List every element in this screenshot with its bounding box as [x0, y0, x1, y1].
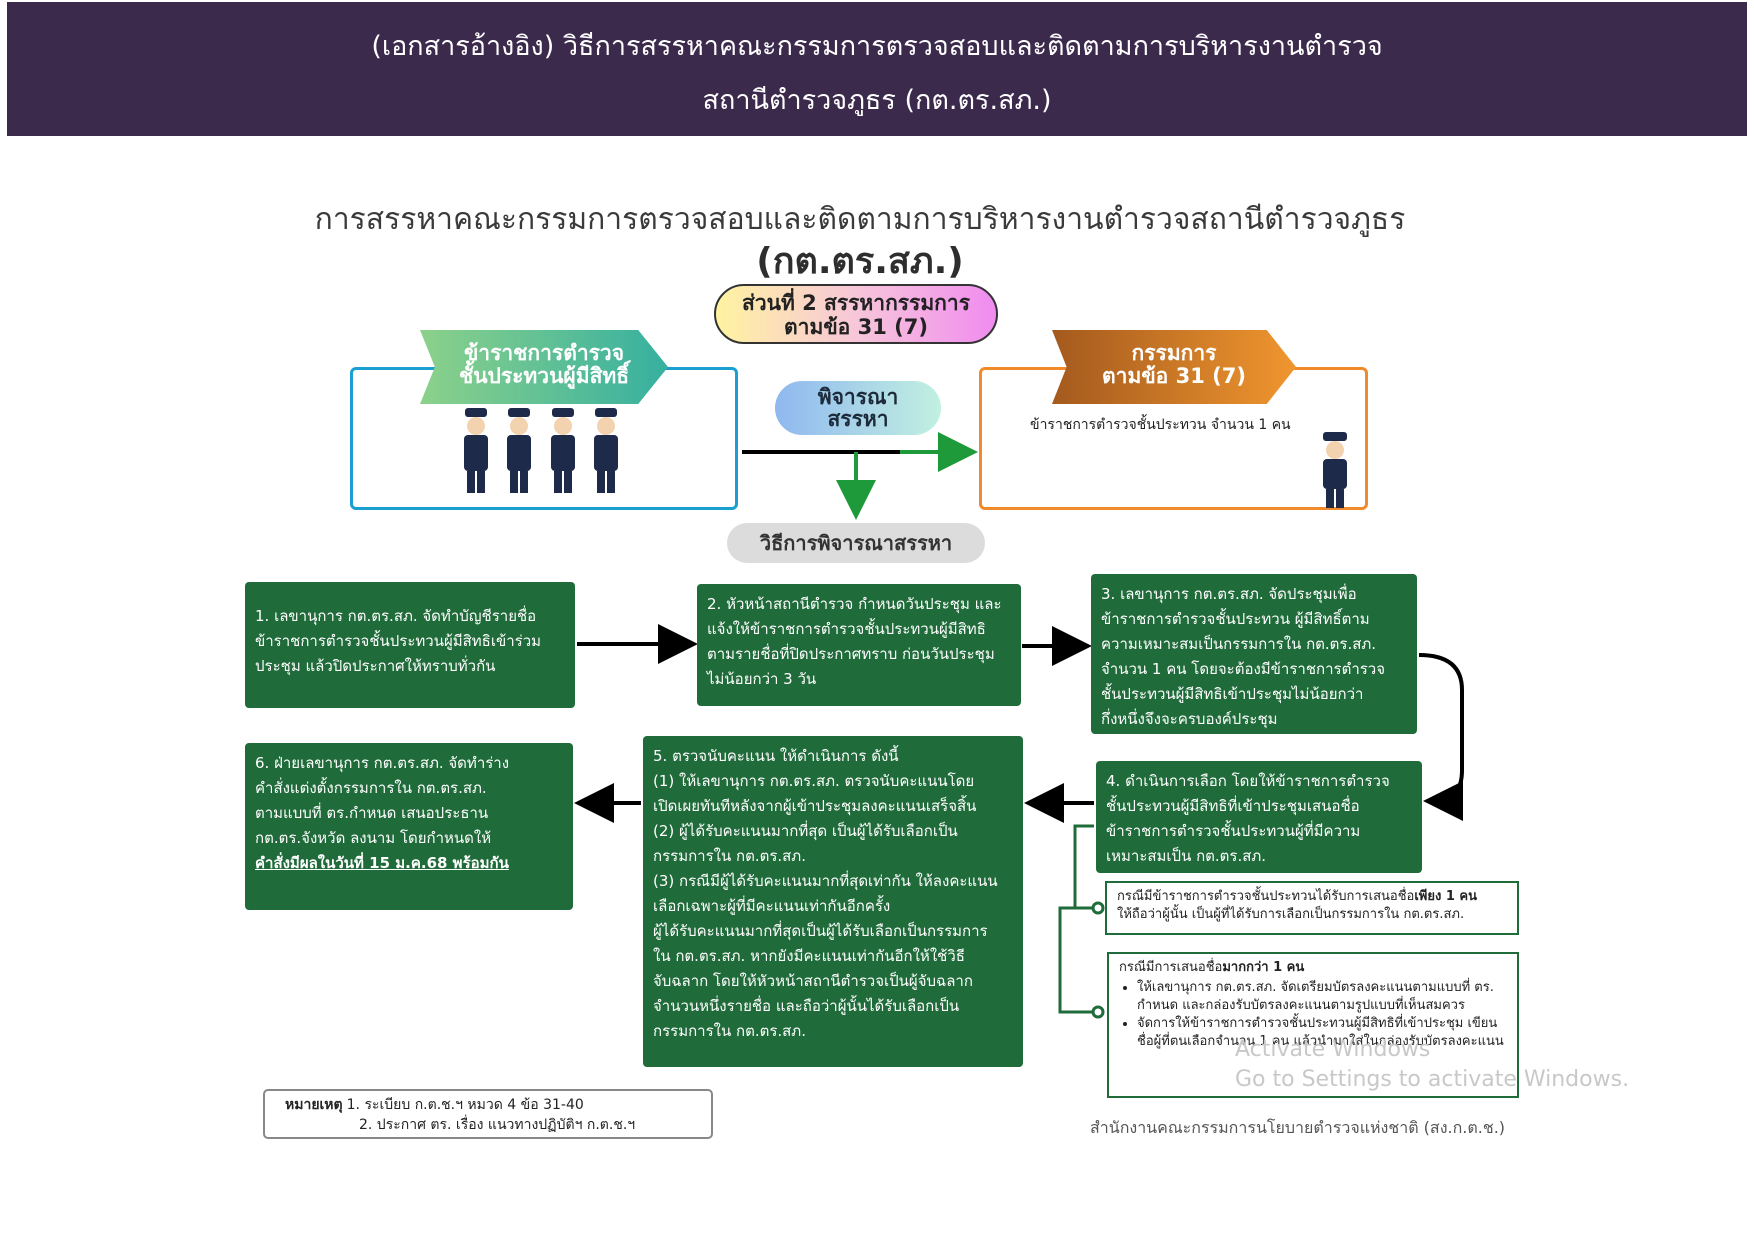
committee-tag: กรรมการ ตามข้อ 31 (7) — [1052, 330, 1296, 404]
left-tag-line-2: ชั้นประทวนผู้มีสิทธิ์ — [458, 364, 630, 388]
step-5-line: จำนวนหนึ่งรายชื่อ และถือว่าผู้นั้นได้รับ… — [653, 997, 960, 1015]
step-2-line: แจ้งให้ข้าราชการตำรวจชั้นประทวนผู้มีสิทธ… — [707, 620, 986, 638]
step-5-line: ใน กต.ตร.สภ. หากยังมีคะแนนเท่ากันอีกให้ใ… — [653, 947, 965, 965]
right-tag-line-1: กรรมการ — [1131, 341, 1217, 365]
step-2-line: ไม่น้อยกว่า 3 วัน — [707, 670, 817, 688]
note-box: หมายเหตุ1. ระเบียบ ก.ต.ช.ฯ หมวด 4 ข้อ 31… — [263, 1089, 713, 1139]
note-item: 1. ระเบียบ ก.ต.ช.ฯ หมวด 4 ข้อ 31-40 — [346, 1097, 584, 1113]
eligible-officers-tag: ข้าราชการตำรวจ ชั้นประทวนผู้มีสิทธิ์ — [420, 330, 668, 404]
step-2-line: 2. หัวหน้าสถานีตำรวจ กำหนดวันประชุม และ — [707, 595, 1002, 613]
step-5-box: 5. ตรวจนับคะแนน ให้ดำเนินการ ดังนี้ (1) … — [643, 736, 1023, 1067]
step-6-line: ตามแบบที่ ตร.กำหนด เสนอประธาน — [255, 804, 489, 822]
case-one-nominee-box: กรณีมีข้าราชการตำรวจชั้นประทวนได้รับการเ… — [1105, 881, 1519, 935]
step-2-box: 2. หัวหน้าสถานีตำรวจ กำหนดวันประชุม และ … — [697, 584, 1021, 706]
step-6-emphasis: คำสั่งมีผลในวันที่ 15 ม.ค.68 พร้อมกัน — [255, 854, 509, 872]
step-3-line: ชั้นประทวนผู้มีสิทธิเข้าประชุมไม่น้อยกว่… — [1101, 685, 1364, 703]
left-tag-line-1: ข้าราชการตำรวจ — [463, 341, 625, 365]
step-5-line: (3) กรณีมีผู้ได้รับคะแนนมากที่สุดเท่ากัน… — [653, 872, 998, 890]
step-6-line: กต.ตร.จังหวัด ลงนาม โดยกำหนดให้ — [255, 829, 492, 847]
step-5-line: ผู้ได้รับคะแนนมากที่สุดเป็นผู้ได้รับเลือ… — [653, 922, 988, 940]
step-5-line: (2) ผู้ได้รับคะแนนมากที่สุด เป็นผู้ได้รั… — [653, 822, 958, 840]
part-pill: ส่วนที่ 2 สรรหากรรมการ ตามข้อ 31 (7) — [714, 284, 998, 344]
step-1-line: ข้าราชการตำรวจชั้นประทวนผู้มีสิทธิเข้าร่… — [255, 632, 542, 650]
step-5-line: กรรมการใน กต.ตร.สภ. — [653, 847, 806, 865]
step-5-line: 5. ตรวจนับคะแนน ให้ดำเนินการ ดังนี้ — [653, 747, 899, 765]
case-many-nominees-box: กรณีมีการเสนอชื่อมากกว่า 1 คน ให้เลขานุก… — [1107, 952, 1519, 1098]
step-4-line: ข้าราชการตำรวจชั้นประทวนผู้ที่มีความ — [1106, 822, 1361, 840]
list-item: ให้เลขานุการ กต.ตร.สภ. จัดเตรียมบัตรลงคะ… — [1137, 979, 1507, 1015]
arrow-step3-to-step4 — [1418, 653, 1464, 821]
banner-line-2: สถานีตำรวจภูธร (กต.ตร.สภ.) — [702, 85, 1052, 116]
banner-line-1: (เอกสารอ้างอิง) วิธีการสรรหาคณะกรรมการตร… — [371, 31, 1383, 62]
connector-case-many — [1058, 906, 1098, 1014]
part-line-1: ส่วนที่ 2 สรรหากรรมการ — [742, 291, 970, 315]
step-6-line: คำสั่งแต่งตั้งกรรมการใน กต.ตร.สภ. — [255, 779, 487, 797]
step-6-box: 6. ฝ่ายเลขานุการ กต.ตร.สภ. จัดทำร่าง คำส… — [245, 743, 573, 910]
step-1-line: ประชุม แล้วปิดประกาศให้ทราบทั่วกัน — [255, 657, 496, 675]
police-officers-illustration — [464, 408, 618, 493]
case-many-text: กรณีมีการเสนอชื่อ — [1119, 960, 1223, 975]
case-many-bold: มากกว่า 1 คน — [1222, 960, 1305, 975]
method-pill: วิธีการพิจารณาสรรหา — [727, 523, 985, 563]
step-5-line: กรรมการใน กต.ตร.สภ. — [653, 1022, 806, 1040]
watermark-line-2: Go to Settings to activate Windows. — [1235, 1067, 1630, 1092]
consider-line-1: พิจารณา — [817, 385, 899, 409]
right-tag-line-2: ตามข้อ 31 (7) — [1102, 364, 1246, 388]
step-3-box: 3. เลขานุการ กต.ตร.สภ. จัดประชุมเพื่อ ข้… — [1091, 574, 1417, 734]
step-5-line: เปิดเผยทันทีหลังจากผู้เข้าประชุมลงคะแนนเ… — [653, 797, 977, 815]
diagram-title-abbr: (กต.ตร.สภ.) — [756, 241, 964, 282]
note-label: หมายเหตุ — [285, 1097, 343, 1113]
police-officer-illustration — [1323, 432, 1347, 508]
step-4-line: เหมาะสมเป็น กต.ตร.สภ. — [1106, 847, 1267, 865]
windows-activation-watermark: Activate Windows Go to Settings to activ… — [1235, 1035, 1629, 1095]
connector-case-one — [1073, 824, 1098, 910]
case-one-bold: เพียง 1 คน — [1414, 889, 1477, 904]
step-6-line: 6. ฝ่ายเลขานุการ กต.ตร.สภ. จัดทำร่าง — [255, 754, 510, 772]
step-2-line: ตามรายชื่อที่ปิดประกาศทราบ ก่อนวันประชุม — [707, 645, 995, 663]
note-item: 2. ประกาศ ตร. เรื่อง แนวทางปฏิบัติฯ ก.ต.… — [359, 1117, 636, 1133]
step-1-line: 1. เลขานุการ กต.ตร.สภ. จัดทำบัญชีรายชื่อ — [255, 607, 537, 625]
step-3-line: จำนวน 1 คน โดยจะต้องมีข้าราชการตำรวจ — [1101, 660, 1386, 678]
step-1-box: 1. เลขานุการ กต.ตร.สภ. จัดทำบัญชีรายชื่อ… — [245, 582, 575, 708]
step-5-line: จับฉลาก โดยให้หัวหน้าสถานีตำรวจเป็นผู้จั… — [653, 972, 973, 990]
list-item: จัดการให้ข้าราชการตำรวจชั้นประทวนผู้มีสิ… — [1137, 1015, 1507, 1051]
watermark-line-1: Activate Windows — [1235, 1037, 1431, 1062]
step-5-line: เลือกเฉพาะผู้ที่มีคะแนนเท่ากันอีกครั้ง — [653, 897, 891, 915]
committee-note: ข้าราชการตำรวจชั้นประทวน จำนวน 1 คน — [1030, 417, 1291, 433]
step-3-line: ข้าราชการตำรวจชั้นประทวน ผู้มีสิทธิ์ตาม — [1101, 610, 1370, 628]
step-4-line: 4. ดำเนินการเลือก โดยให้ข้าราชการตำรวจ — [1106, 772, 1390, 790]
header-banner: (เอกสารอ้างอิง) วิธีการสรรหาคณะกรรมการตร… — [7, 2, 1747, 136]
diagram-title: การสรรหาคณะกรรมการตรวจสอบและติดตามการบริ… — [314, 202, 1406, 237]
step-4-line: ชั้นประทวนผู้มีสิทธิที่เข้าประชุมเสนอชื่… — [1106, 797, 1360, 815]
step-5-line: (1) ให้เลขานุการ กต.ตร.สภ. ตรวจนับคะแนนโ… — [653, 772, 975, 790]
case-many-list: ให้เลขานุการ กต.ตร.สภ. จัดเตรียมบัตรลงคะ… — [1119, 979, 1507, 1051]
step-3-line: กึ่งหนึ่งจึงจะครบองค์ประชุม — [1101, 710, 1278, 728]
part-line-2: ตามข้อ 31 (7) — [784, 315, 928, 339]
organization-credit: สำนักงานคณะกรรมการนโยบายตำรวจแห่งชาติ (ส… — [1090, 1118, 1506, 1137]
step-3-line: 3. เลขานุการ กต.ตร.สภ. จัดประชุมเพื่อ — [1101, 585, 1357, 603]
case-one-text: กรณีมีข้าราชการตำรวจชั้นประทวนได้รับการเ… — [1117, 889, 1415, 904]
case-one-line-2: ให้ถือว่าผู้นั้น เป็นผู้ที่ได้รับการเลือ… — [1117, 907, 1465, 922]
step-4-box: 4. ดำเนินการเลือก โดยให้ข้าราชการตำรวจ ช… — [1096, 761, 1422, 873]
step-3-line: ความเหมาะสมเป็นกรรมการใน กต.ตร.สภ. — [1101, 635, 1377, 653]
consider-line-2: สรรหา — [827, 407, 889, 431]
consider-pill: พิจารณา สรรหา — [775, 381, 941, 435]
